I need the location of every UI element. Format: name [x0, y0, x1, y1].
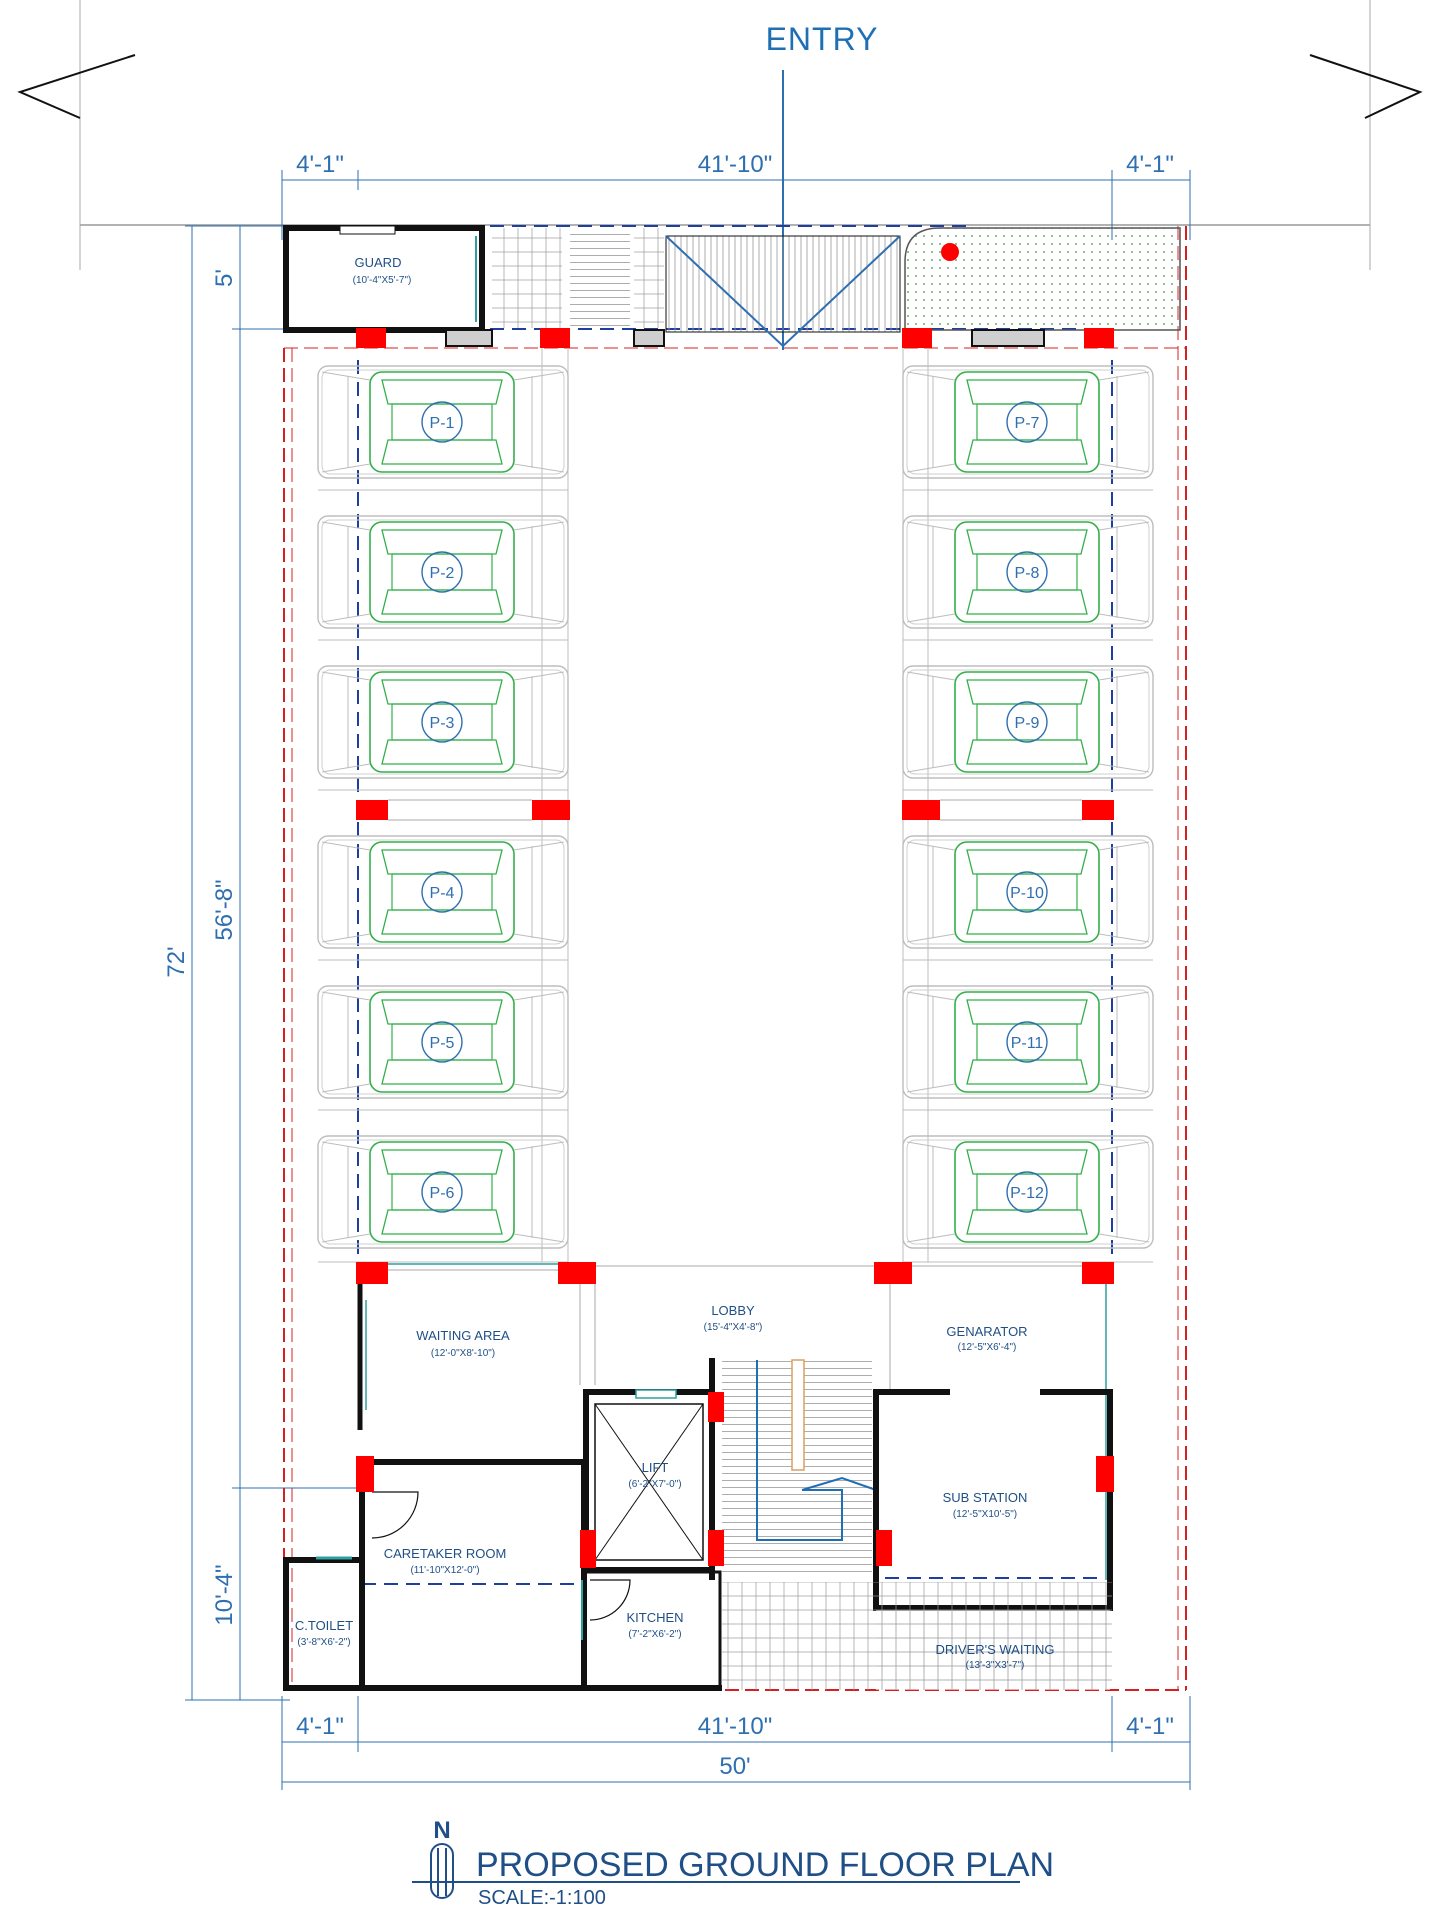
parking-label: P-12 — [1010, 1185, 1044, 1202]
caretaker-size: (11'-10"X12'-0") — [410, 1565, 479, 1576]
svg-text:N: N — [433, 1817, 450, 1844]
bottom-dimensions: 4'-1" 41'-10" 4'-1" 50' — [281, 1696, 1191, 1790]
title-block: N PROPOSED GROUND FLOOR PLAN SCALE:-1:10… — [412, 1817, 1054, 1909]
parking-bay: P-7 — [902, 365, 1154, 479]
drawing-scale: SCALE:-1:100 — [478, 1887, 606, 1909]
parking-right: P-7 P-8 P-9 P-10 P-11 P-12 — [902, 365, 1154, 1249]
parking-bay: P-10 — [902, 835, 1154, 949]
lobby-size: (15'-4"X4'-8") — [704, 1322, 763, 1333]
lift-size: (6'-2"X7'-0") — [628, 1479, 681, 1490]
parking-label: P-4 — [430, 885, 455, 902]
entry-label: ENTRY — [766, 21, 879, 57]
lobby-label: LOBBY — [711, 1303, 755, 1318]
parking-label: P-11 — [1011, 1035, 1044, 1052]
dim-bottom-left: 4'-1" — [296, 1713, 344, 1740]
left-dimensions: 5' 56'-8" 72' 10'-4" — [163, 225, 360, 1701]
parking-bay: P-11 — [902, 985, 1154, 1099]
mid-columns — [356, 799, 1114, 821]
entry-marker: ENTRY — [766, 21, 879, 350]
parking-label: P-2 — [430, 565, 455, 582]
entrance-area — [492, 227, 1181, 348]
caretaker-label: CARETAKER ROOM — [384, 1546, 507, 1561]
kitchen-size: (7'-2"X6'-2") — [628, 1629, 681, 1640]
front-columns — [356, 328, 1114, 348]
top-dimensions: 4'-1" 41'-10" 4'-1" — [281, 151, 1191, 240]
parking-bay: P-6 — [317, 1135, 569, 1249]
dim-overall-depth: 72' — [163, 946, 190, 977]
parking-label: P-8 — [1015, 565, 1040, 582]
waiting-area-size: (12'-0"X8'-10") — [431, 1348, 495, 1359]
rear-block: WAITING AREA (12'-0"X8'-10") LOBBY (15'-… — [283, 1262, 1114, 1691]
parking-left: P-1 P-2 P-3 P-4 P-5 P-6 — [317, 365, 569, 1249]
parking-bay: P-3 — [317, 665, 569, 779]
dim-bottom-mid: 41'-10" — [698, 1713, 772, 1740]
drivers-waiting-label: DRIVER'S WAITING — [935, 1642, 1054, 1657]
parking-bay: P-8 — [902, 515, 1154, 629]
lift-label: LIFT — [642, 1460, 669, 1475]
guard-room: GUARD (10'-4"X5'-7") — [283, 225, 485, 333]
toilet-size: (3'-8"X6'-2") — [297, 1637, 350, 1648]
parking-bay: P-4 — [317, 835, 569, 949]
genarator-label: GENARATOR — [946, 1324, 1027, 1339]
dim-top-left: 4'-1" — [296, 151, 344, 178]
road-boundary — [17, 0, 1423, 270]
kitchen-label: KITCHEN — [626, 1610, 683, 1625]
waiting-area-label: WAITING AREA — [416, 1328, 510, 1343]
dim-front-setback: 5' — [211, 269, 238, 287]
north-arrow-icon: N — [430, 1817, 454, 1899]
plot-boundary — [283, 226, 1187, 1691]
dim-top-mid: 41'-10" — [698, 151, 772, 178]
guard-label: GUARD — [355, 255, 402, 270]
drivers-waiting-size: (13'-3"X3'-7") — [966, 1660, 1025, 1671]
parking-label: P-10 — [1010, 885, 1044, 902]
dim-parking-depth: 56'-8" — [211, 879, 238, 940]
parking-bay: P-2 — [317, 515, 569, 629]
parking-label: P-1 — [430, 415, 455, 432]
parking-label: P-3 — [430, 715, 455, 732]
dim-rear-depth: 10'-4" — [211, 1564, 238, 1625]
building-line — [357, 225, 1113, 1262]
sub-station-label: SUB STATION — [943, 1490, 1028, 1505]
sub-station-size: (12'-5"X10'-5") — [953, 1509, 1017, 1520]
dim-top-right: 4'-1" — [1126, 151, 1174, 178]
drawing-title: PROPOSED GROUND FLOOR PLAN — [476, 1846, 1054, 1884]
parking-grid — [318, 348, 1153, 1263]
parking-label: P-5 — [430, 1035, 455, 1052]
parking-bay: P-12 — [902, 1135, 1154, 1249]
parking-label: P-7 — [1015, 415, 1040, 432]
parking-label: P-9 — [1015, 715, 1040, 732]
dim-bottom-right: 4'-1" — [1126, 1713, 1174, 1740]
parking-label: P-6 — [430, 1185, 455, 1202]
dim-overall-width: 50' — [719, 1753, 750, 1780]
genarator-size: (12'-5"X6'-4") — [958, 1342, 1017, 1353]
staircase — [722, 1359, 877, 1578]
parking-bay: P-1 — [317, 365, 569, 479]
toilet-label: C.TOILET — [295, 1618, 353, 1633]
guard-size: (10'-4"X5'-7") — [353, 275, 412, 286]
parking-bay: P-5 — [317, 985, 569, 1099]
parking-bay: P-9 — [902, 665, 1154, 779]
